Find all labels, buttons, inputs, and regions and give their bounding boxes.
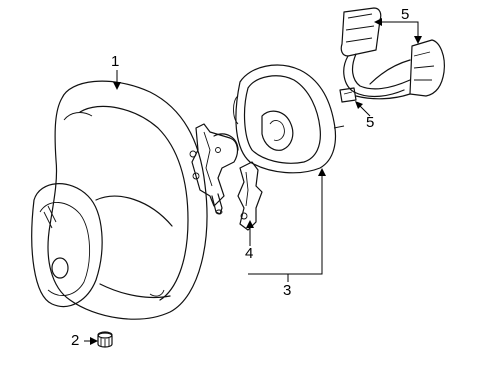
callout-5-bottom: 5 (366, 114, 375, 131)
callout-3: 3 (283, 282, 292, 299)
airbag-module (233, 64, 345, 174)
callout-1: 1 (111, 53, 120, 70)
clock-spring-bracket (189, 123, 239, 215)
steering-wheel (31, 80, 208, 320)
callout-5-top: 5 (401, 6, 410, 23)
wiring-harness (339, 7, 445, 103)
bracket-part (237, 161, 263, 231)
bolt-part (97, 331, 113, 348)
callout-4: 4 (245, 245, 254, 262)
leader-lines (84, 18, 422, 345)
callout-2: 2 (71, 332, 80, 349)
